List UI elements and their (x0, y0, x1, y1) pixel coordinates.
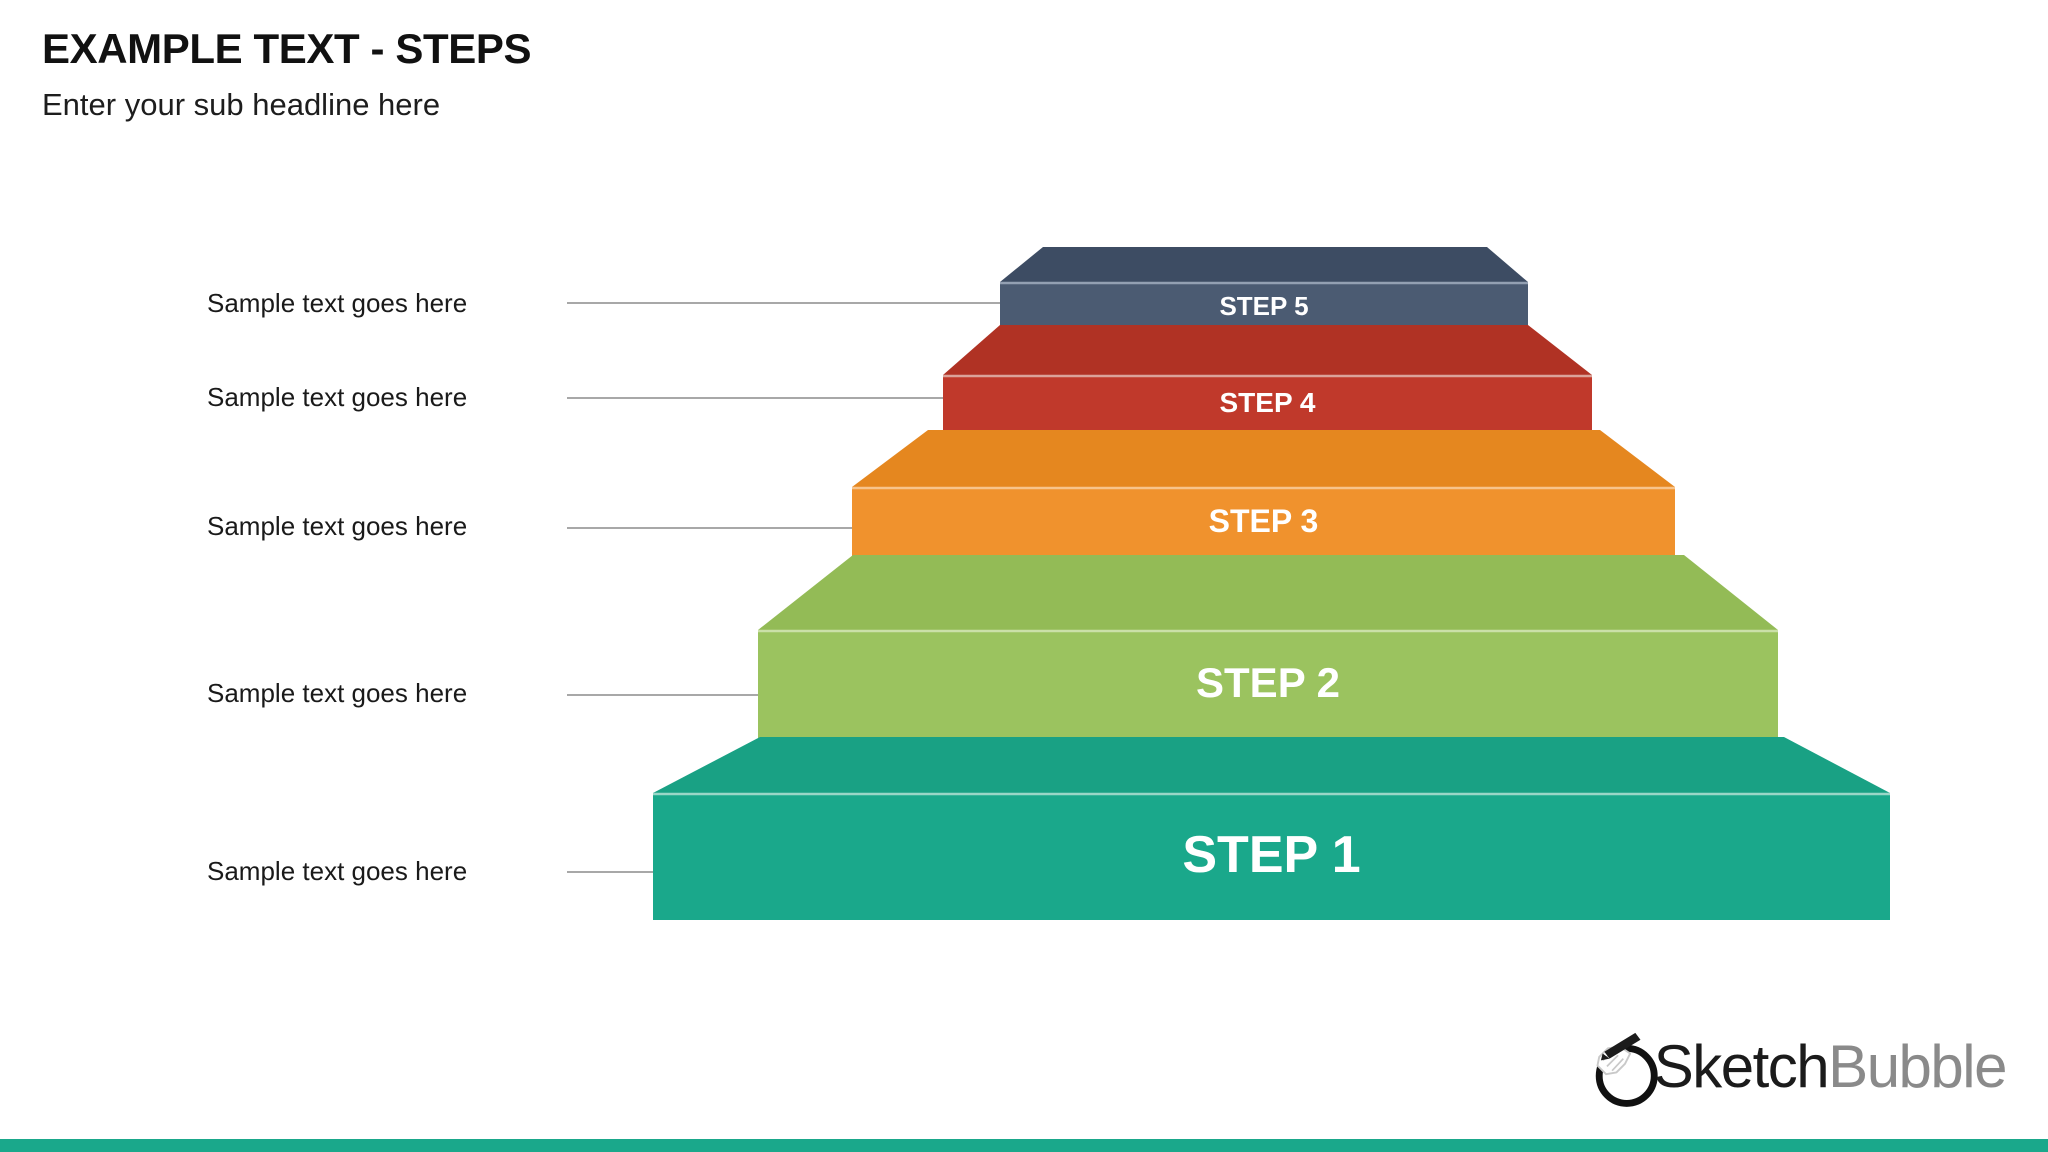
page-title: EXAMPLE TEXT - STEPS (42, 25, 532, 72)
logo-text-sketch: Sketch (1653, 1033, 1830, 1100)
step-3-front-face (852, 487, 1675, 556)
step-4-front-face (943, 375, 1592, 432)
header: EXAMPLE TEXT - STEPS Enter your sub head… (42, 25, 1242, 123)
page-subtitle: Enter your sub headline here (42, 87, 441, 123)
step-1-top-face (653, 737, 1890, 793)
logo-text-bubble: Bubble (1828, 1033, 2007, 1100)
step-5-block[interactable] (1000, 247, 1528, 332)
step-3-top-face (852, 430, 1675, 487)
step-5-caption[interactable]: Sample text goes here (207, 288, 468, 318)
step-2-label[interactable]: STEP 2 (1196, 659, 1340, 707)
step-4-caption[interactable]: Sample text goes here (207, 382, 468, 412)
step-1-label[interactable]: STEP 1 (1182, 826, 1361, 885)
step-1-caption[interactable]: Sample text goes here (207, 856, 468, 886)
step-3-block[interactable] (852, 430, 1675, 556)
step-3-label[interactable]: STEP 3 (1208, 502, 1319, 539)
step-2-top-face (758, 555, 1778, 630)
step-5-top-face (1000, 247, 1528, 282)
step-4-label[interactable]: STEP 4 (1219, 386, 1316, 418)
step-5-label[interactable]: STEP 5 (1219, 291, 1309, 322)
step-2-block[interactable] (758, 555, 1778, 738)
step-5-front-face (1000, 282, 1528, 332)
step-1-front-face (653, 793, 1890, 920)
step-1-block[interactable] (653, 737, 1890, 920)
step-2-front-face (758, 630, 1778, 738)
step-4-top-face (943, 325, 1592, 375)
hand-drawing-circle-icon (1595, 1032, 1658, 1107)
step-3-caption[interactable]: Sample text goes here (207, 511, 468, 541)
sketchbubble-logo: SketchBubble (1582, 1024, 2024, 1110)
step-2-caption[interactable]: Sample text goes here (207, 678, 468, 708)
step-4-block[interactable] (943, 325, 1592, 432)
bottom-accent-bar (0, 1139, 2048, 1152)
logo-wordmark: SketchBubble (1654, 1037, 2008, 1097)
